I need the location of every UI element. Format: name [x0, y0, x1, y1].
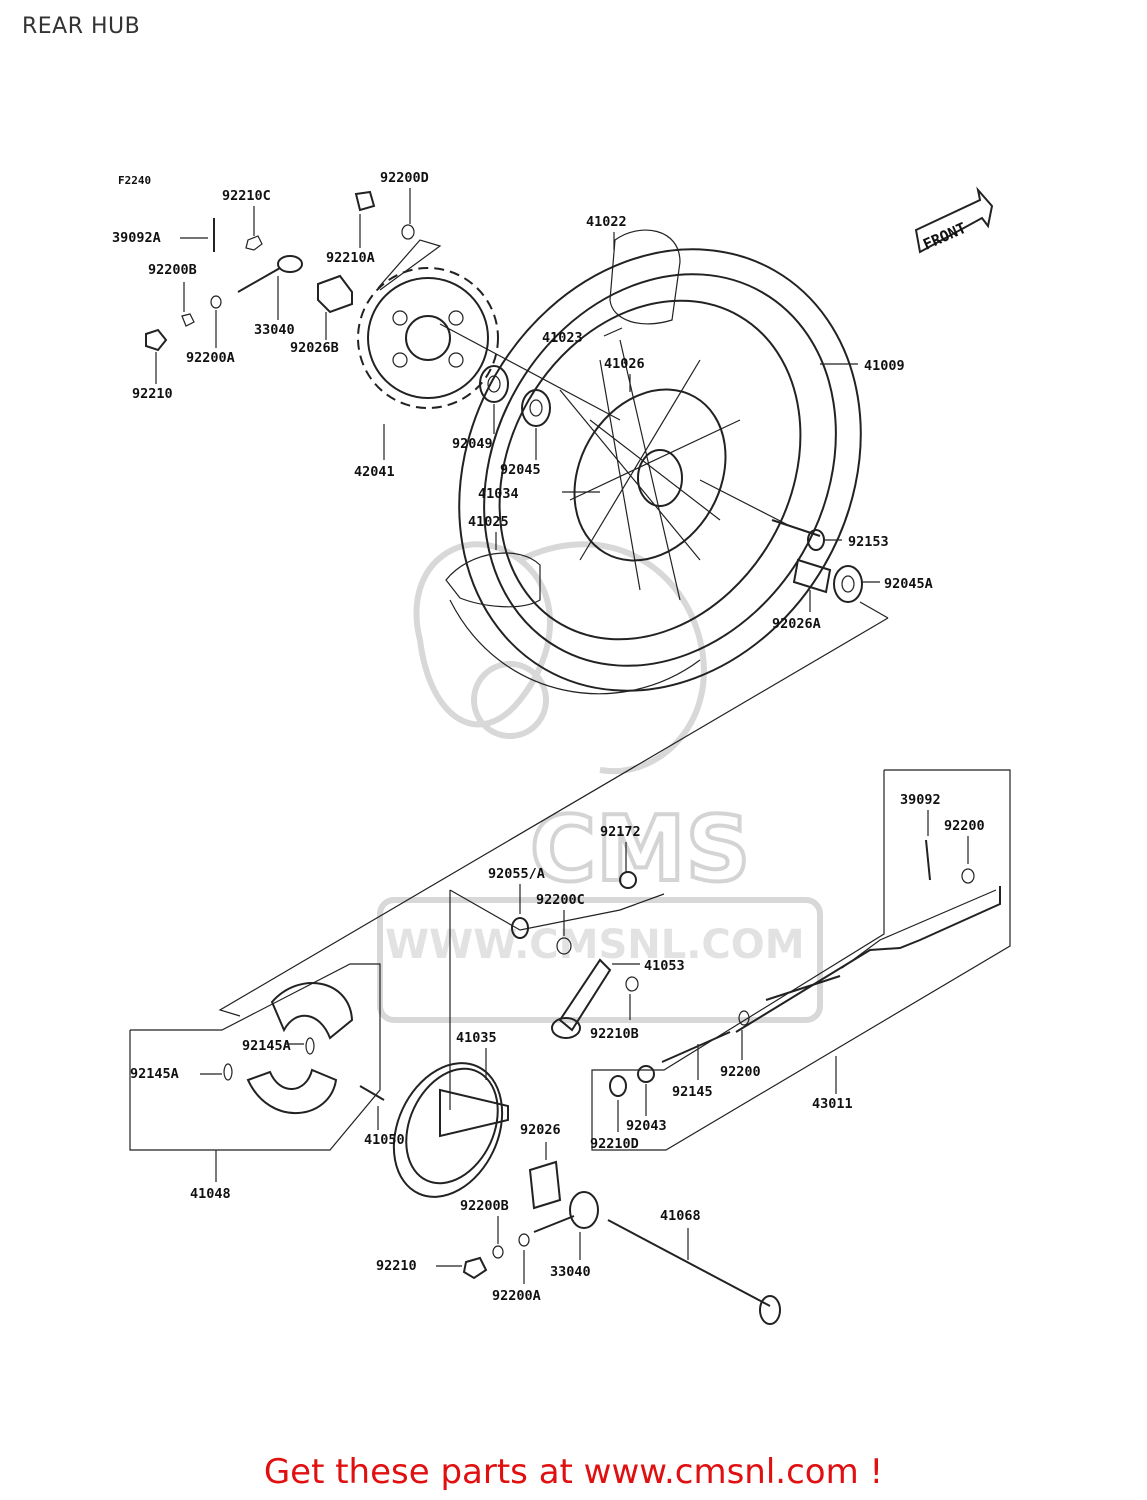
part-label: 92055/A [488, 866, 545, 882]
part-label: 92172 [600, 824, 641, 840]
part-label: 41053 [644, 958, 685, 974]
bearings [479, 365, 863, 603]
part-label: 41048 [190, 1186, 231, 1202]
footer-link[interactable]: Get these parts at www.cmsnl.com ! [263, 1452, 884, 1492]
part-label: 92210 [376, 1258, 417, 1274]
part-label: 33040 [550, 1264, 591, 1280]
top-left-hardware [145, 190, 415, 352]
part-label: 92210B [590, 1026, 639, 1042]
part-label: 41034 [478, 486, 519, 502]
part-label: 92153 [848, 534, 889, 550]
page-title: REAR HUB [22, 14, 141, 39]
part-label: 92210A [326, 250, 375, 266]
part-label: 92210C [222, 188, 271, 204]
sprocket-42041 [357, 267, 499, 409]
part-label: 39092A [112, 230, 161, 246]
part-label: 92026B [290, 340, 339, 356]
brake-assembly [129, 769, 1011, 1325]
assembly-reference-lines [218, 239, 889, 1017]
part-label: 41023 [542, 330, 583, 346]
part-label: 92200B [148, 262, 197, 278]
part-label: 33040 [254, 322, 295, 338]
part-label: 92200C [536, 892, 585, 908]
watermark-logo: CMS [530, 797, 750, 902]
part-label: 41035 [456, 1030, 497, 1046]
part-label: 92200 [720, 1064, 761, 1080]
part-label: 92049 [452, 436, 493, 452]
part-labels: 92210C 92200D 39092A 92200B 33040 92210A… [112, 170, 985, 1304]
part-label: 41009 [864, 358, 905, 374]
part-label: 92200A [186, 350, 235, 366]
part-label: 92043 [626, 1118, 667, 1134]
cms-watermark: CMS WWW.CMSNL.COM [377, 541, 823, 1023]
part-label: 41025 [468, 514, 509, 530]
part-label: 92200B [460, 1198, 509, 1214]
part-label: 39092 [900, 792, 941, 808]
part-label: 41022 [586, 214, 627, 230]
part-label: 92145A [242, 1038, 291, 1054]
leader-lines [155, 188, 969, 1284]
part-label: 92200D [380, 170, 429, 186]
part-label: 92045 [500, 462, 541, 478]
part-label: 41068 [660, 1208, 701, 1224]
front-arrow-icon: FRONT [914, 186, 994, 254]
part-label: 41026 [604, 356, 645, 372]
part-label: 92045A [884, 576, 933, 592]
part-label: 92200A [492, 1288, 541, 1304]
part-label: 92200 [944, 818, 985, 834]
part-label: 92026 [520, 1122, 561, 1138]
part-label: 92210 [132, 386, 173, 402]
part-label: 42041 [354, 464, 395, 480]
rear-wheel [445, 229, 862, 695]
part-label: 92145A [130, 1066, 179, 1082]
part-label: 43011 [812, 1096, 853, 1112]
part-label: 92210D [590, 1136, 639, 1152]
exploded-parts-diagram: CMS WWW.CMSNL.COM F2240 FRONT [112, 170, 1011, 1325]
part-label: 92026A [772, 616, 821, 632]
watermark-url: WWW.CMSNL.COM [385, 922, 805, 968]
part-label: 92145 [672, 1084, 713, 1100]
figure-code: F2240 [118, 174, 151, 187]
part-label: 41050 [364, 1132, 405, 1148]
